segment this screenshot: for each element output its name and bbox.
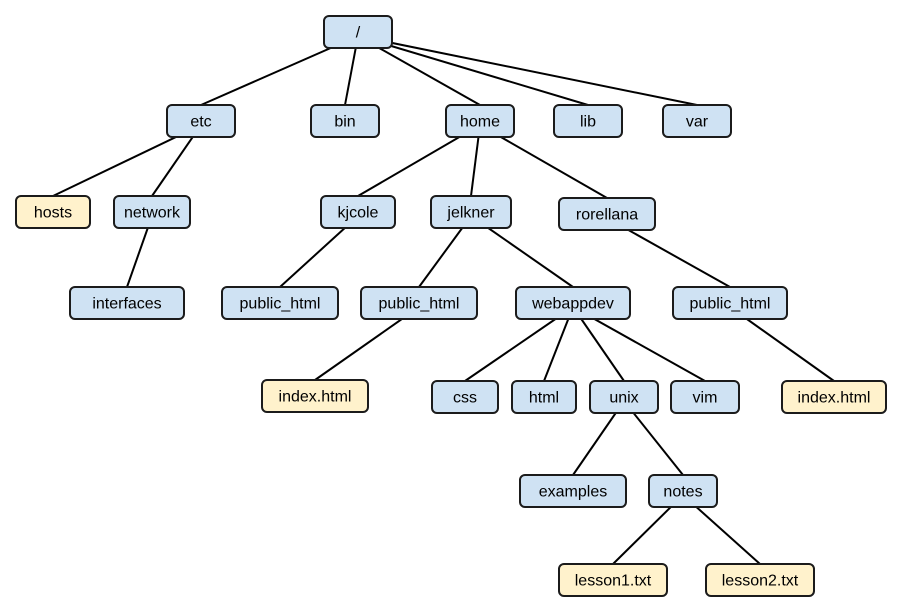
- node-label: index.html: [798, 390, 871, 407]
- folder-node-interfaces: interfaces: [69, 286, 185, 320]
- node-label: /: [356, 25, 361, 42]
- node-box: [15, 195, 91, 229]
- folder-node-html: html: [511, 380, 577, 414]
- node-box: [221, 286, 339, 320]
- node-label: rorellana: [576, 207, 638, 224]
- file-node-hosts: hosts: [15, 195, 91, 229]
- edge-root-to-var: [357, 35, 698, 106]
- node-box: [323, 15, 393, 49]
- node-label: etc: [190, 114, 211, 131]
- node-label: bin: [334, 114, 355, 131]
- node-label: interfaces: [92, 296, 161, 313]
- node-box: [558, 563, 668, 597]
- file-node-lesson1: lesson1.txt: [558, 563, 668, 597]
- folder-node-kjcole-public-html: public_html: [221, 286, 339, 320]
- node-box: [558, 197, 656, 231]
- node-label: var: [686, 114, 709, 131]
- node-label: lib: [580, 114, 596, 131]
- node-label: network: [124, 205, 181, 222]
- node-box: [672, 286, 788, 320]
- folder-node-var: var: [662, 104, 732, 138]
- folder-node-vim: vim: [670, 380, 740, 414]
- folder-node-bin: bin: [310, 104, 380, 138]
- node-box: [648, 474, 718, 508]
- node-box: [705, 563, 815, 597]
- node-label: lesson1.txt: [575, 573, 652, 590]
- folder-node-lib: lib: [553, 104, 623, 138]
- file-node-rorellana-index: index.html: [781, 380, 887, 414]
- node-label: css: [453, 390, 477, 407]
- node-box: [360, 286, 478, 320]
- node-label: jelkner: [446, 205, 495, 222]
- folder-node-etc: etc: [166, 104, 236, 138]
- node-box: [519, 474, 627, 508]
- node-label: html: [529, 390, 559, 407]
- folder-node-rorellana: rorellana: [558, 197, 656, 231]
- node-box: [310, 104, 380, 138]
- node-label: index.html: [279, 389, 352, 406]
- node-box: [670, 380, 740, 414]
- folder-node-webappdev: webappdev: [515, 286, 631, 320]
- edge-root-to-lib: [357, 35, 589, 106]
- node-box: [515, 286, 631, 320]
- folder-node-examples: examples: [519, 474, 627, 508]
- node-box: [166, 104, 236, 138]
- node-label: public_html: [379, 296, 460, 313]
- folder-node-network: network: [113, 195, 191, 229]
- node-box: [113, 195, 191, 229]
- file-node-jelkner-index: index.html: [261, 379, 369, 413]
- node-box: [553, 104, 623, 138]
- node-box: [781, 380, 887, 414]
- node-box: [431, 380, 499, 414]
- folder-node-notes: notes: [648, 474, 718, 508]
- folder-node-jelkner-public-html: public_html: [360, 286, 478, 320]
- node-label: lesson2.txt: [722, 573, 799, 590]
- folder-node-root: /: [323, 15, 393, 49]
- node-box: [69, 286, 185, 320]
- node-box: [511, 380, 577, 414]
- node-label: home: [460, 114, 500, 131]
- node-label: vim: [693, 390, 718, 407]
- tree-nodes: / etc bin home lib var hosts network interfaces k…: [15, 15, 887, 597]
- folder-node-css: css: [431, 380, 499, 414]
- folder-node-kjcole: kjcole: [320, 195, 396, 229]
- node-label: examples: [539, 484, 607, 501]
- folder-node-home: home: [445, 104, 515, 138]
- node-label: notes: [663, 484, 702, 501]
- node-box: [445, 104, 515, 138]
- folder-node-jelkner: jelkner: [430, 195, 512, 229]
- node-box: [589, 380, 659, 414]
- node-box: [261, 379, 369, 413]
- node-label: unix: [609, 390, 638, 407]
- file-node-lesson2: lesson2.txt: [705, 563, 815, 597]
- node-box: [430, 195, 512, 229]
- node-label: hosts: [34, 205, 72, 222]
- node-box: [320, 195, 396, 229]
- node-label: webappdev: [531, 296, 614, 313]
- folder-node-rorellana-public-html: public_html: [672, 286, 788, 320]
- node-label: kjcole: [338, 205, 379, 222]
- node-label: public_html: [240, 296, 321, 313]
- folder-node-unix: unix: [589, 380, 659, 414]
- node-label: public_html: [690, 296, 771, 313]
- node-box: [662, 104, 732, 138]
